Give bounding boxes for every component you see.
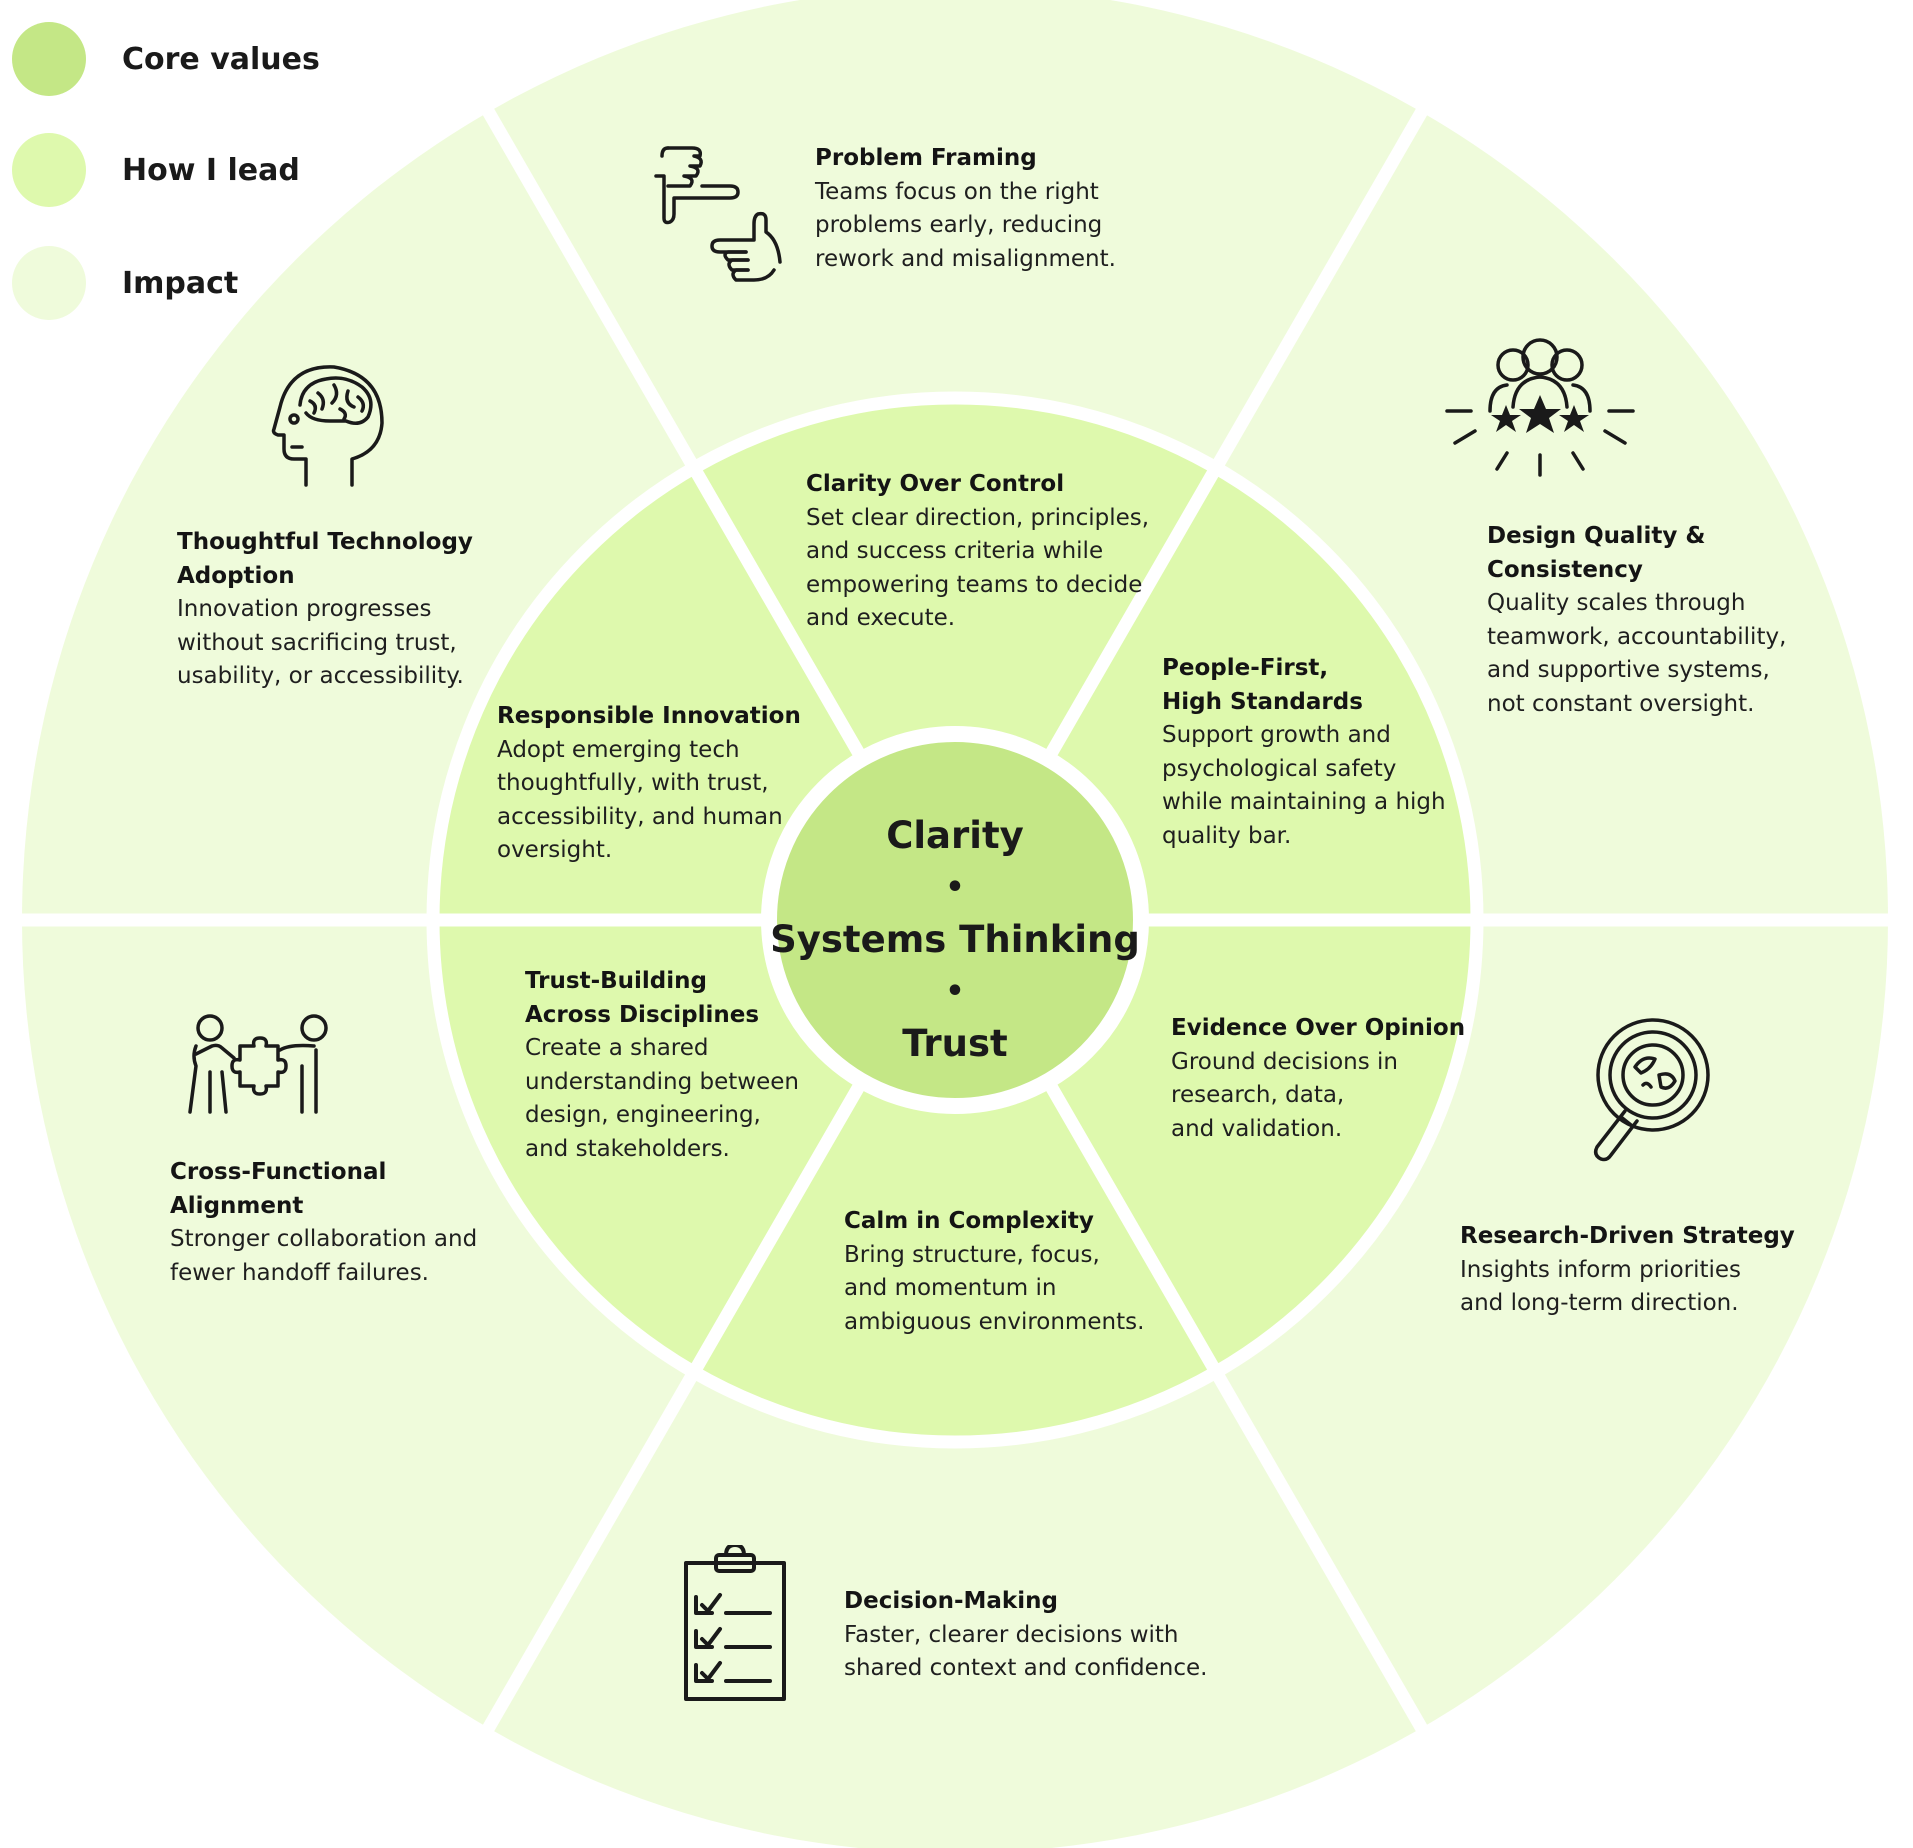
impact-text: Stronger collaboration and fewer handoff…	[170, 1226, 478, 1286]
legend-core-values: Core values	[12, 22, 320, 96]
sector-dividers	[2, 91, 1908, 1749]
impact-title: Design Quality & Consistency	[1487, 523, 1706, 583]
sector-divider-line	[472, 91, 868, 763]
impact-title: Decision-Making	[844, 1588, 1058, 1614]
lead-clarity-over-control: Clarity Over Control Set clear direction…	[806, 468, 1149, 636]
impact-problem-framing: Problem Framing Teams focus on the right…	[815, 142, 1116, 276]
core-values-disc	[761, 726, 1149, 1114]
legend-swatch-lead	[12, 133, 86, 207]
framing-hands-icon	[654, 146, 782, 282]
team-stars-icon	[1445, 338, 1635, 477]
impact-text: Teams focus on the right problems early,…	[815, 178, 1116, 272]
sector-divider-line	[1042, 91, 1438, 763]
head-brain-icon	[271, 365, 384, 487]
magnifier-globe-icon	[1593, 1018, 1710, 1162]
lead-evidence-over-opinion: Evidence Over Opinion Ground decisions i…	[1171, 1012, 1465, 1146]
lead-title: Clarity Over Control	[806, 471, 1065, 497]
impact-text: Quality scales through teamwork, account…	[1487, 590, 1787, 717]
core-value-trust: Trust	[902, 1022, 1008, 1065]
lead-people-first: People-First, High Standards Support gro…	[1162, 652, 1446, 853]
lead-responsible-innovation: Responsible Innovation Adopt emerging te…	[497, 700, 801, 868]
impact-title: Problem Framing	[815, 145, 1037, 171]
lead-title: Calm in Complexity	[844, 1208, 1094, 1234]
core-value-systems-thinking: Systems Thinking	[770, 918, 1140, 961]
impact-decision-making: Decision-Making Faster, clearer decision…	[844, 1585, 1207, 1686]
sector-divider-line	[1042, 1077, 1438, 1749]
legend-label-lead: How I lead	[122, 152, 300, 188]
core-value-separator: •	[945, 870, 965, 905]
legend-swatch-impact	[12, 246, 86, 320]
impact-thoughtful-technology: Thoughtful Technology Adoption Innovatio…	[177, 526, 473, 694]
lead-text: Ground decisions in research, data, and …	[1171, 1048, 1398, 1142]
lead-text: Create a shared understanding between de…	[525, 1035, 799, 1162]
core-value-separator: •	[945, 974, 965, 1009]
lead-text: Adopt emerging tech thoughtfully, with t…	[497, 736, 783, 864]
impact-cross-functional-alignment: Cross-Functional Alignment Stronger coll…	[170, 1156, 477, 1290]
legend-how-i-lead: How I lead	[12, 133, 300, 207]
lead-calm-in-complexity: Calm in Complexity Bring structure, focu…	[844, 1205, 1144, 1339]
lead-title: Evidence Over Opinion	[1171, 1015, 1466, 1041]
impact-text: Faster, clearer decisions with shared co…	[844, 1621, 1208, 1682]
legend-label-impact: Impact	[122, 265, 239, 301]
legend-swatch-core	[12, 22, 86, 96]
lead-trust-building: Trust-Building Across Disciplines Create…	[525, 965, 799, 1166]
legend-impact: Impact	[12, 246, 238, 320]
impact-research-driven-strategy: Research-Driven Strategy Insights inform…	[1460, 1220, 1795, 1321]
lead-text: Bring structure, focus, and momentum in …	[844, 1241, 1145, 1335]
puzzle-people-icon	[188, 1014, 328, 1114]
core-value-clarity: Clarity	[886, 814, 1024, 857]
legend-label-core: Core values	[122, 41, 320, 77]
lead-title: People-First, High Standards	[1162, 655, 1363, 715]
impact-title: Cross-Functional Alignment	[170, 1159, 387, 1219]
lead-title: Trust-Building Across Disciplines	[525, 968, 760, 1028]
lead-text: Support growth and psychological safety …	[1162, 722, 1446, 849]
lead-text: Set clear direction, principles, and suc…	[806, 504, 1150, 632]
lead-title: Responsible Innovation	[497, 703, 801, 729]
sector-divider-line	[472, 1077, 868, 1749]
impact-title: Research-Driven Strategy	[1460, 1223, 1795, 1249]
impact-design-quality: Design Quality & Consistency Quality sca…	[1487, 520, 1786, 721]
core-values-text: Clarity • Systems Thinking • Trust	[755, 770, 1155, 1110]
checklist-clipboard-icon	[684, 1545, 786, 1701]
impact-text: Insights inform priorities and long-term…	[1460, 1256, 1742, 1317]
impact-text: Innovation progresses without sacrificin…	[177, 596, 464, 689]
impact-title: Thoughtful Technology Adoption	[177, 529, 473, 589]
